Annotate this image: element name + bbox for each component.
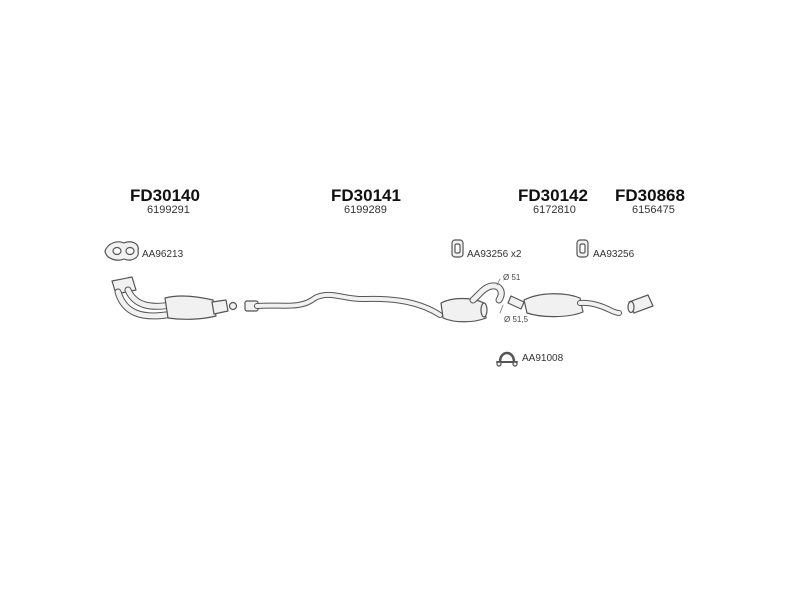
group-part-number-1: 6199291 [147, 204, 190, 216]
front-pipe-icon [111, 276, 238, 320]
group-code-4: FD30868 [615, 186, 685, 205]
clamp-icon [496, 351, 518, 367]
diameter-label-1: Ø 51 [503, 273, 521, 282]
hanger-single-label: AA93256 [593, 249, 635, 260]
group-part-number-2: 6199289 [344, 204, 387, 216]
clamp-label: AA91008 [522, 353, 564, 364]
rubber-hanger-icon [451, 239, 464, 258]
group-part-number-3: 6172810 [533, 204, 576, 216]
gasket-label: AA96213 [142, 249, 184, 260]
diameter-label-2: Ø 51,5 [504, 315, 529, 324]
hanger-pair-label: AA93256 x2 [467, 249, 522, 260]
gasket-icon [104, 241, 139, 261]
tail-trim-icon [627, 294, 654, 314]
group-code-1: FD30140 [130, 186, 200, 205]
group-part-number-4: 6156475 [632, 204, 675, 216]
group-code-2: FD30141 [331, 186, 401, 205]
mid-pipe-icon [244, 282, 505, 323]
rear-silencer-icon [507, 293, 622, 318]
rubber-hanger-icon [576, 239, 589, 258]
group-code-3: FD30142 [518, 186, 588, 205]
